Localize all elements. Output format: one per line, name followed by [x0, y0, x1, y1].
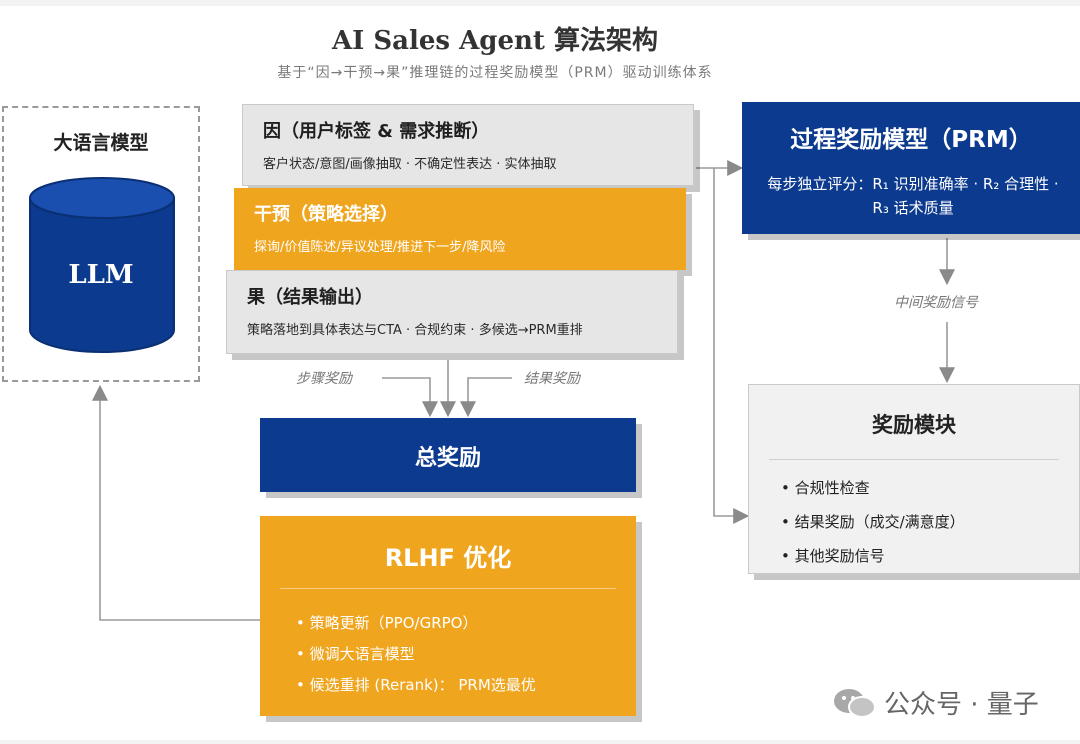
diagram-canvas: AI Sales Agent 算法架构 基于“因→干预→果”推理链的过程奖励模型… — [0, 6, 1080, 740]
reward-module-divider — [769, 459, 1059, 460]
reward-module-title: 奖励模块 — [872, 413, 956, 437]
effect-title: 果（结果输出） — [247, 287, 373, 308]
outcome-reward-label: 结果奖励 — [524, 371, 580, 387]
intervention-title: 干预（策略选择） — [254, 204, 398, 225]
total-reward-title: 总奖励 — [414, 446, 481, 471]
intermediate-reward-label: 中间奖励信号 — [894, 295, 978, 311]
prm-detail: 每步独立评分：R₁ 识别准确率 · R₂ 合理性 · R₃ 话术质量 — [767, 175, 1059, 217]
outcome-reward-arrow — [460, 377, 512, 418]
step-reward-arrow — [382, 377, 438, 418]
list-item: • 其他奖励信号 — [781, 547, 885, 565]
wechat-icon — [834, 689, 876, 718]
prm-title: 过程奖励模型（PRM） — [790, 127, 1032, 153]
total-reward-box: 总奖励 — [260, 418, 636, 492]
diagram-subtitle: 基于“因→干预→果”推理链的过程奖励模型（PRM）驱动训练体系 — [277, 65, 713, 81]
rlhf-divider — [280, 588, 616, 589]
prm-box: 过程奖励模型（PRM） 每步独立评分：R₁ 识别准确率 · R₂ 合理性 · R… — [742, 102, 1080, 234]
diagram-title: AI Sales Agent 算法架构 — [332, 26, 658, 56]
rlhf-box: RLHF 优化 • 策略更新（PPO/GRPO） • 微调大语言模型 • 候选重… — [260, 516, 636, 716]
reward-module-box: 奖励模块 • 合规性检查 • 结果奖励（成交/满意度） • 其他奖励信号 — [748, 384, 1080, 574]
database-cylinder-icon — [29, 177, 175, 353]
llm-panel-title: 大语言模型 — [53, 132, 149, 154]
list-item: • 微调大语言模型 — [296, 645, 415, 663]
intervention-box: 干预（策略选择） 探询/价值陈述/异议处理/推进下一步/降风险 — [234, 188, 686, 270]
cause-box: 因（用户标签 & 需求推断） 客户状态/意图/画像抽取 · 不确定性表达 · 实… — [242, 104, 694, 186]
effect-detail: 策略落地到具体表达与CTA · 合规约束 · 多候选→PRM重排 — [247, 323, 583, 338]
effect-box: 果（结果输出） 策略落地到具体表达与CTA · 合规约束 · 多候选→PRM重排 — [226, 270, 678, 354]
llm-panel: 大语言模型 LLM — [2, 106, 200, 382]
cause-detail: 客户状态/意图/画像抽取 · 不确定性表达 · 实体抽取 — [263, 157, 557, 172]
rlhf-title: RLHF 优化 — [384, 544, 512, 572]
step-reward-label: 步骤奖励 — [296, 371, 352, 387]
list-item: • 结果奖励（成交/满意度） — [781, 513, 965, 531]
connector-arrows — [92, 160, 955, 621]
list-item: • 合规性检查 — [781, 479, 870, 497]
cause-title: 因（用户标签 & 需求推断） — [263, 121, 490, 142]
rlhf-to-llm-arrow — [92, 384, 262, 621]
chain-to-reward-arrow — [713, 168, 750, 524]
intervention-detail: 探询/价值陈述/异议处理/推进下一步/降风险 — [254, 240, 506, 255]
llm-cylinder-label: LLM — [68, 260, 134, 290]
rlhf-list: • 策略更新（PPO/GRPO） • 微调大语言模型 • 候选重排 (Reran… — [296, 612, 536, 705]
watermark-text: 公众号 · 量子 — [884, 690, 1039, 720]
reward-module-list: • 合规性检查 • 结果奖励（成交/满意度） • 其他奖励信号 — [781, 477, 965, 579]
list-item: • 候选重排 (Rerank)： PRM选最优 — [296, 676, 536, 694]
list-item: • 策略更新（PPO/GRPO） — [296, 614, 478, 632]
